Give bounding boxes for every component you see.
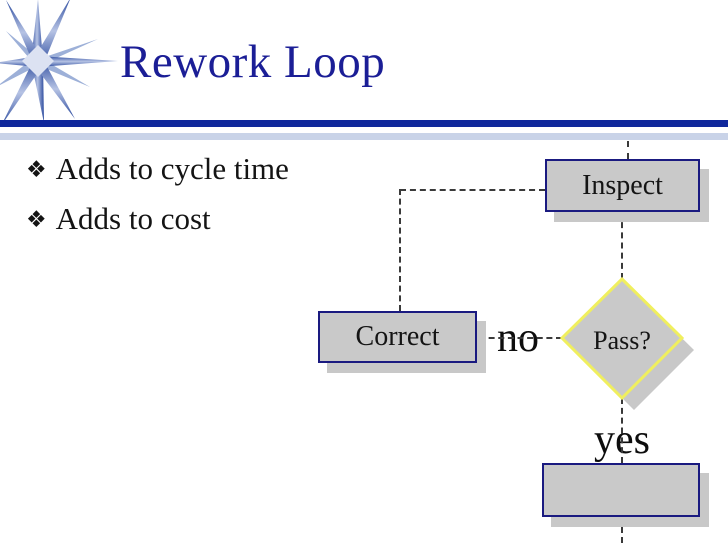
connector-inspect-to-decision — [621, 212, 623, 279]
slide-title: Rework Loop — [120, 36, 386, 88]
connector-decision-to-correct — [479, 337, 562, 339]
bullet-item-cycle-time: ❖ Adds to cycle time — [26, 150, 289, 187]
title-divider-navy — [0, 120, 728, 127]
connector-correct-to-inspect-h — [400, 189, 545, 191]
flowchart-node-decision — [559, 276, 694, 410]
connector-top-to-inspect — [627, 141, 629, 159]
bullet-text: Adds to cycle time — [55, 151, 289, 186]
connector-decision-to-end — [621, 398, 623, 463]
connector-end-down — [621, 517, 623, 543]
diamond-bullet-icon: ❖ — [26, 157, 47, 183]
connector-correct-to-inspect-v — [399, 189, 401, 311]
bullet-item-cost: ❖ Adds to cost — [26, 200, 289, 237]
diamond-bullet-icon: ❖ — [26, 207, 47, 234]
node-label: Correct — [355, 321, 440, 352]
starburst-logo — [0, 0, 118, 126]
flowchart-node-end — [542, 463, 700, 517]
decision-label: Pass? — [593, 326, 651, 355]
bullet-text: Adds to cost — [55, 201, 211, 237]
flowchart-node-correct: Correct — [318, 311, 477, 363]
title-divider-light — [0, 133, 728, 140]
bullet-list: ❖ Adds to cycle time ❖ Adds to cost — [26, 150, 289, 250]
flowchart-node-inspect: Inspect — [545, 159, 700, 212]
node-label: Inspect — [582, 169, 663, 201]
